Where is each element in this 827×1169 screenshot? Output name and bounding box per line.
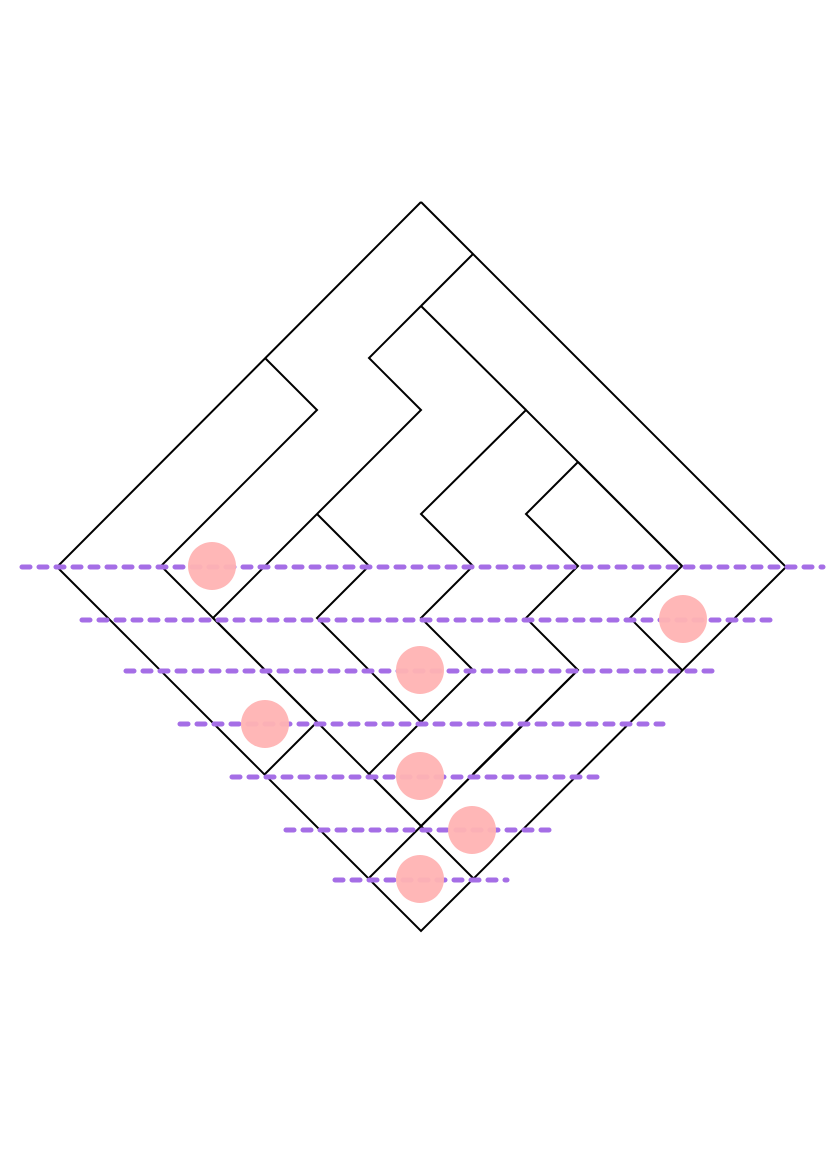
marker-4 <box>241 700 289 748</box>
marker-5 <box>396 752 444 800</box>
outer-diamond <box>55 201 788 933</box>
top-separator <box>420 253 474 307</box>
marker-2 <box>659 595 707 643</box>
markers <box>188 542 707 903</box>
bottom-notch-path <box>367 721 474 879</box>
marker-3 <box>396 646 444 694</box>
marker-7 <box>396 855 444 903</box>
marker-1 <box>188 542 236 590</box>
diagram-outline <box>55 201 788 933</box>
inner-zigzag-path-4 <box>577 461 683 567</box>
inner-zigzag-path-2 <box>420 305 527 411</box>
inner-zigzag-path-1 <box>315 408 684 724</box>
marker-6 <box>448 806 496 854</box>
